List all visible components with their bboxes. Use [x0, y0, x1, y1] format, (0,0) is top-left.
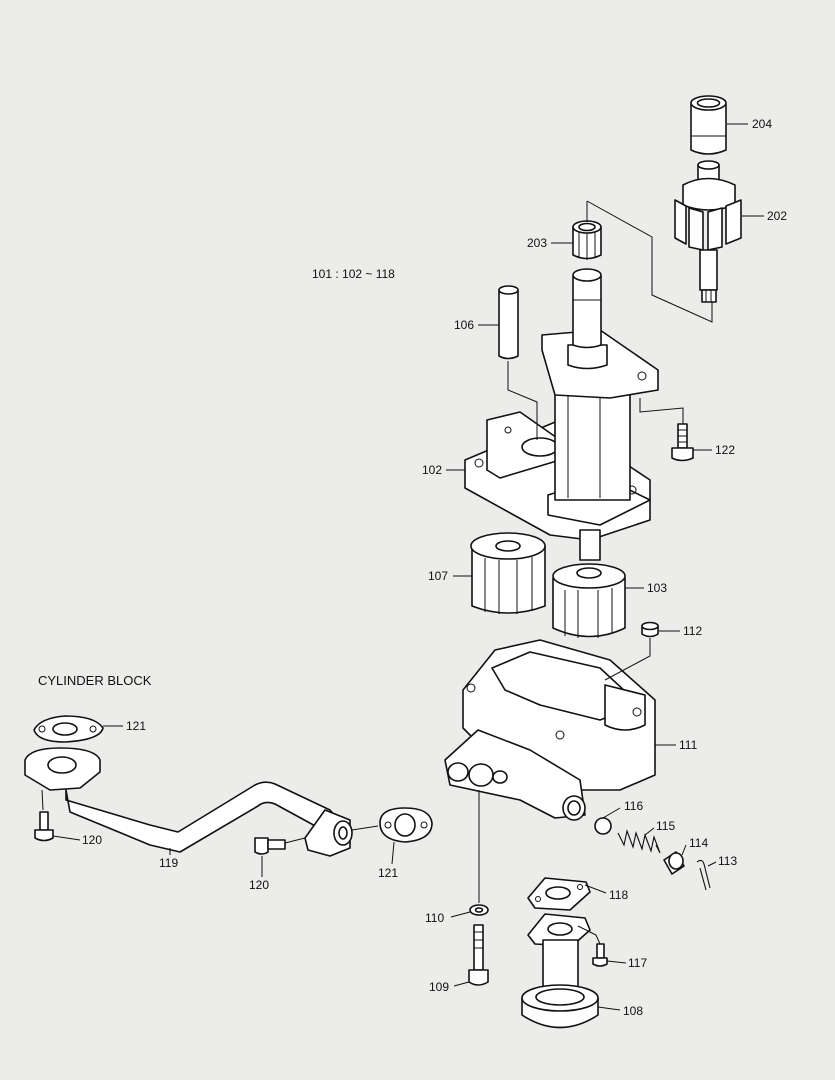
- callout-117: 117: [628, 956, 647, 970]
- callout-111: 111: [679, 738, 698, 752]
- part-103-shaft-gear: [552, 529, 626, 638]
- part-115-spring: [617, 829, 661, 854]
- part-118-gasket: [527, 877, 591, 911]
- part-110-washer: [469, 904, 489, 916]
- part-112-ring: [641, 621, 659, 638]
- callout-121-upper: 121: [126, 719, 146, 733]
- callout-109: 109: [429, 980, 449, 994]
- part-111-pump-housing: [444, 639, 656, 821]
- part-120-bolt-left: [34, 811, 54, 842]
- callout-119: 119: [159, 856, 178, 870]
- callout-108: 108: [623, 1004, 643, 1018]
- part-121-gasket-upper: [33, 715, 104, 743]
- callout-106: 106: [454, 318, 474, 332]
- part-204-bushing: [690, 95, 727, 155]
- callout-120-middle: 120: [249, 878, 269, 892]
- callout-113: 113: [718, 854, 737, 868]
- part-114-plug: [663, 851, 685, 875]
- callout-118: 118: [609, 888, 628, 902]
- part-121-gasket-right: [379, 807, 433, 843]
- part-113-cotter-pin: [696, 859, 711, 891]
- callout-103: 103: [647, 581, 667, 595]
- assembly-group-note: 101 : 102 ~ 118: [312, 267, 395, 281]
- callout-204: 204: [752, 117, 772, 131]
- callout-102: 102: [422, 463, 442, 477]
- callout-121-right: 121: [378, 866, 398, 880]
- part-117-bolt: [592, 943, 608, 967]
- part-119-oil-pipe: [24, 747, 353, 857]
- callout-120-left: 120: [82, 833, 102, 847]
- callout-107: 107: [428, 569, 448, 583]
- part-122-bolt: [671, 423, 694, 462]
- part-109-bolt: [468, 924, 489, 986]
- part-202-drive-gear: [674, 160, 742, 303]
- callout-112: 112: [683, 624, 702, 638]
- part-108-strainer: [521, 913, 599, 1029]
- leader-lines: [41, 123, 764, 1011]
- cylinder-block-label: CYLINDER BLOCK: [38, 673, 152, 688]
- callout-114: 114: [689, 836, 708, 850]
- callout-203: 203: [527, 236, 547, 250]
- part-107-driven-gear: [470, 532, 546, 614]
- callout-116: 116: [624, 799, 643, 813]
- callout-122: 122: [715, 443, 735, 457]
- part-116-ball: [594, 817, 612, 835]
- callout-115: 115: [656, 819, 675, 833]
- callout-110: 110: [425, 911, 444, 925]
- part-203-sleeve: [572, 220, 602, 260]
- part-102-pump-cover: [464, 268, 659, 541]
- callout-202: 202: [767, 209, 787, 223]
- part-106-pin: [498, 285, 519, 360]
- part-120-bolt-middle: [254, 837, 286, 855]
